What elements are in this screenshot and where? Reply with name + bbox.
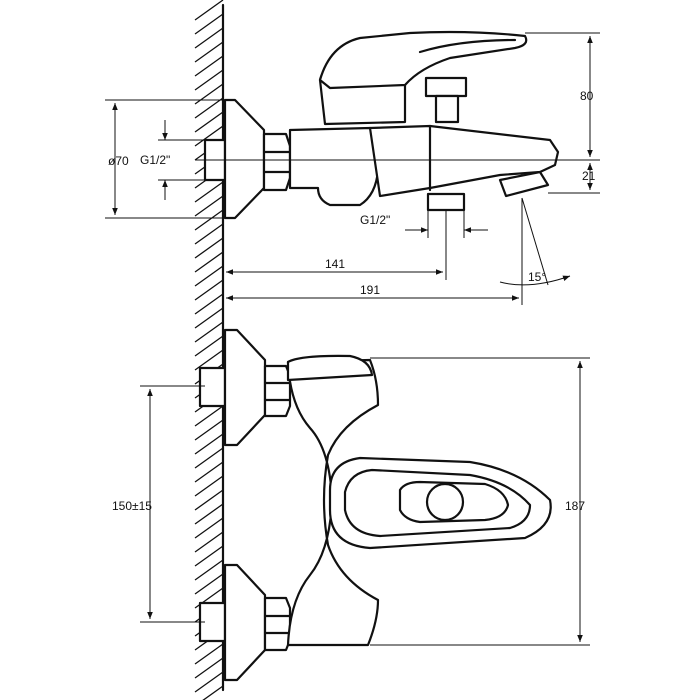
front-body — [286, 358, 380, 647]
hatch-line — [194, 671, 224, 693]
hatch-line — [194, 559, 224, 581]
flange — [223, 98, 266, 220]
hatch-line — [194, 13, 224, 35]
aerator — [498, 170, 550, 198]
handle-top — [286, 354, 374, 382]
dim-diameter-label: ø70 — [108, 154, 129, 168]
bottom-nut — [263, 596, 292, 652]
hatch-line — [194, 195, 224, 217]
spout — [368, 124, 560, 198]
dim-187-label: 187 — [565, 499, 585, 513]
hatch-line — [194, 405, 224, 427]
top-nut — [263, 364, 292, 418]
hatch-line — [194, 69, 224, 91]
hatch-line — [194, 97, 224, 119]
hatch-line — [194, 209, 224, 231]
wall — [194, 0, 225, 700]
hatch-line — [194, 55, 224, 77]
hatch-line — [194, 503, 224, 525]
logo-circle — [425, 482, 465, 522]
dim-outlet-thread-label: G1/2" — [360, 213, 390, 227]
diverter-knob — [424, 76, 468, 98]
hatch-line — [194, 447, 224, 469]
hatch-line — [202, 685, 224, 700]
dim-inlet-thread-label: G1/2" — [140, 153, 170, 167]
hatch-line — [194, 657, 224, 679]
top-flange — [223, 328, 267, 447]
side-view: 80 21 ø70 G1/2" G1/2" 141 191 15° — [105, 30, 600, 305]
hatch-line — [194, 475, 224, 497]
wall-hatching — [194, 0, 224, 700]
hatch-line — [194, 321, 224, 343]
hatch-line — [194, 265, 224, 287]
hatch-line — [194, 223, 224, 245]
hatch-line — [194, 335, 224, 357]
outlet-fitting — [426, 192, 466, 212]
top-inlet-pipe — [198, 366, 227, 408]
dim-spacing-label: 150±15 — [112, 499, 152, 513]
hatch-line — [194, 83, 224, 105]
hatch-line — [194, 349, 224, 371]
dim-80-label: 80 — [580, 89, 594, 103]
hatch-line — [194, 181, 224, 203]
bottom-flange — [223, 563, 267, 682]
hatch-line — [194, 517, 224, 539]
dim-21-label: 21 — [582, 169, 596, 183]
hatch-line — [194, 125, 224, 147]
hatch-line — [194, 531, 224, 553]
hatch-line — [194, 489, 224, 511]
hatch-line — [194, 573, 224, 595]
hatch-line — [194, 279, 224, 301]
hatch-line — [194, 237, 224, 259]
front-view: 150±15 187 — [112, 328, 590, 682]
mixer-body — [288, 126, 380, 207]
hatch-line — [194, 0, 224, 21]
hatch-line — [194, 41, 224, 63]
hatch-line — [194, 111, 224, 133]
lever-logo-plate — [398, 480, 510, 524]
hatch-line — [194, 433, 224, 455]
hatch-line — [194, 461, 224, 483]
hatch-line — [194, 293, 224, 315]
lever-handle — [318, 30, 528, 90]
dim-191-label: 191 — [360, 283, 380, 297]
dim-141-label: 141 — [325, 257, 345, 271]
hatch-line — [194, 419, 224, 441]
hatch-line — [194, 545, 224, 567]
hatch-line — [194, 251, 224, 273]
dim-angle-label: 15° — [528, 270, 546, 284]
hatch-line — [194, 307, 224, 329]
hex-nut — [262, 132, 292, 192]
hatch-line — [194, 27, 224, 49]
hatch-line — [194, 643, 224, 665]
